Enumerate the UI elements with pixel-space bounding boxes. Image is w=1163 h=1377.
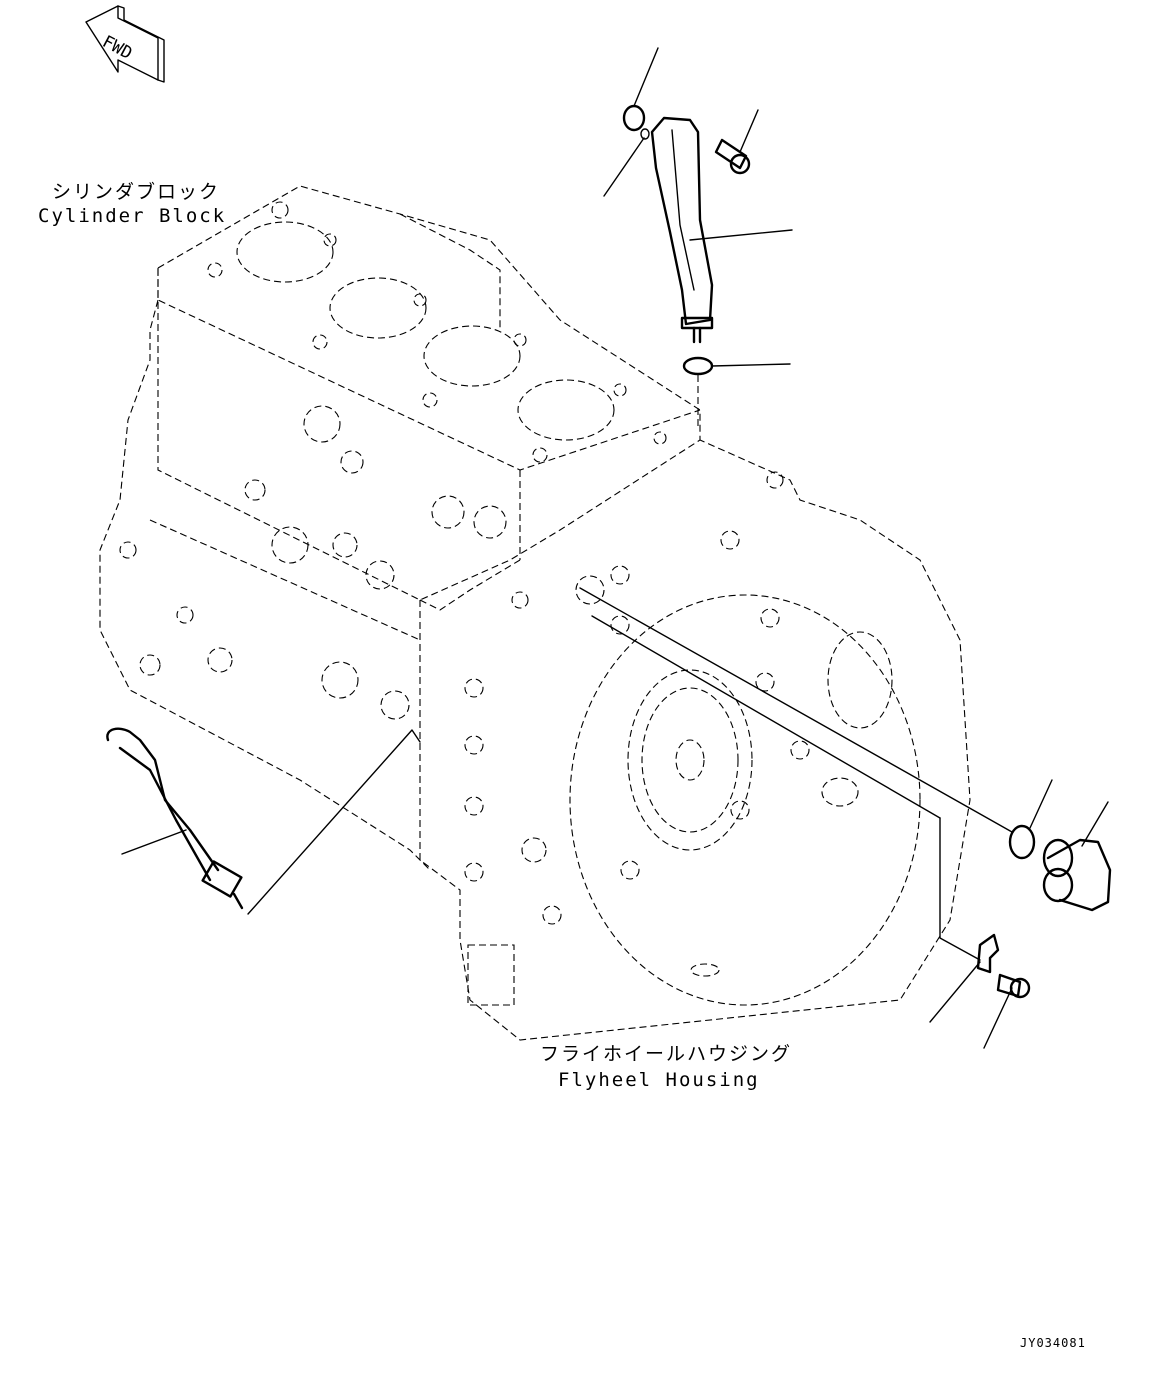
o-ring-right bbox=[1008, 824, 1036, 860]
fwd-arrow-icon: FWD bbox=[85, 5, 165, 83]
cylinder-block bbox=[99, 185, 701, 871]
bolt-upper bbox=[714, 138, 751, 175]
fwd-label: FWD bbox=[99, 32, 136, 64]
bolt-lower bbox=[996, 973, 1031, 999]
tube-assembly bbox=[106, 727, 244, 910]
small-washer bbox=[640, 128, 650, 140]
clip-bracket bbox=[976, 933, 1000, 974]
leader-lines bbox=[121, 47, 1109, 1049]
fitting-assembly bbox=[976, 824, 1112, 999]
flywheel-housing-label-ja: フライホイールハウジング bbox=[540, 1043, 792, 1065]
cylinder-block-label-ja: シリンダブロック bbox=[52, 180, 220, 203]
flywheel-housing bbox=[419, 439, 971, 1041]
elbow-fitting bbox=[1042, 838, 1112, 912]
o-ring-lower bbox=[682, 356, 714, 376]
o-ring-upper bbox=[622, 104, 646, 132]
cylinder-block-label-en: Cylinder Block bbox=[38, 205, 226, 227]
flywheel-housing-label-en: Flyheel Housing bbox=[558, 1069, 760, 1091]
oil-pipe-assembly bbox=[622, 104, 751, 430]
drawing-code: JY034081 bbox=[1020, 1336, 1086, 1350]
oil-pipe bbox=[650, 116, 714, 326]
